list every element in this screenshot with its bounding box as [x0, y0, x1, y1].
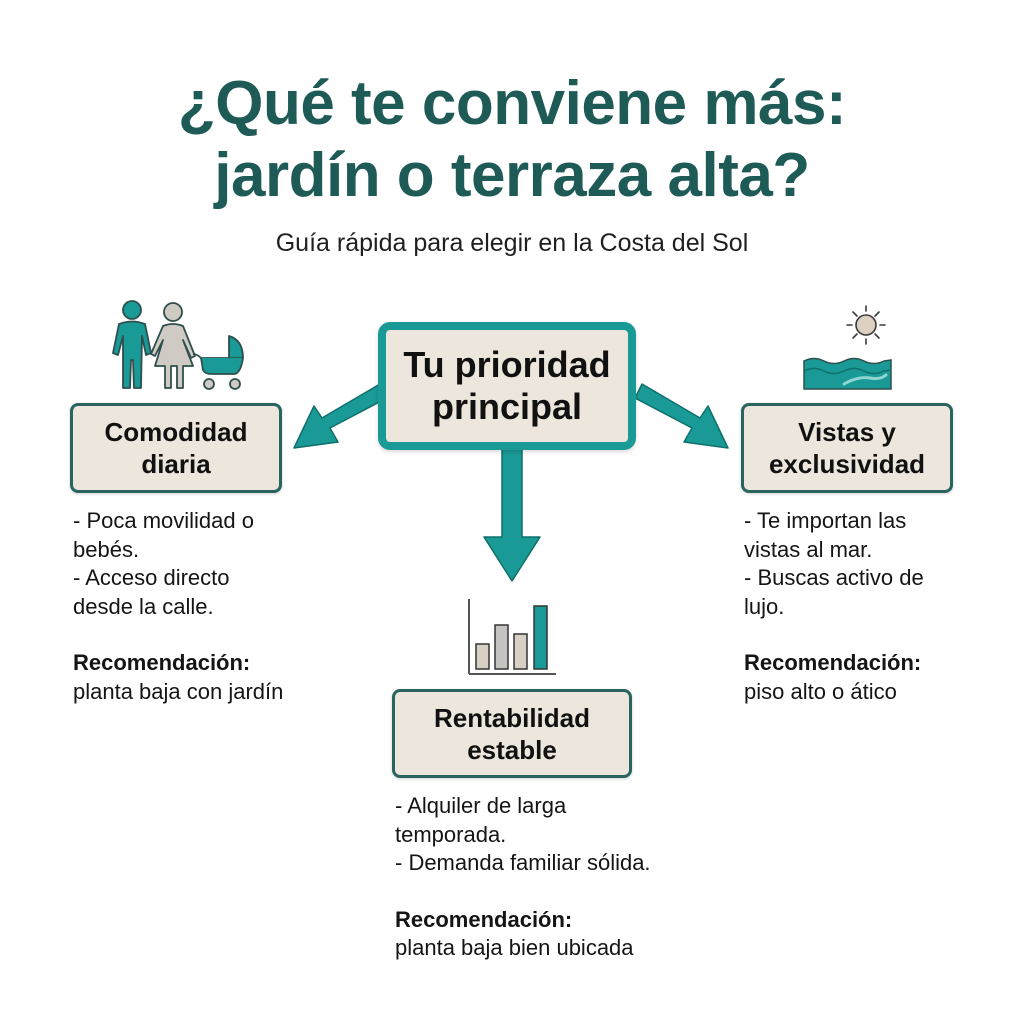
- recommendation-value: piso alto o ático: [744, 678, 897, 704]
- subtitle: Guía rápida para elegir en la Costa del …: [275, 229, 749, 257]
- recommendation-label: Recomendación:: [744, 650, 922, 675]
- description-vistas: - Te importan las vistas al mar. - Busca…: [744, 507, 984, 706]
- bullet-line: bebés.: [73, 536, 140, 562]
- bullet-line: - Alquiler de larga: [395, 793, 567, 818]
- arrow-down-icon: [483, 445, 541, 582]
- hub-line-2: principal: [431, 386, 582, 427]
- option-title-line-2: estable: [467, 734, 557, 765]
- option-title-line-1: Vistas y: [798, 417, 896, 447]
- bullet-line: - Demanda familiar sólida.: [395, 850, 651, 875]
- central-priority-box: Tu prioridad principal: [378, 322, 636, 450]
- option-title-line-1: Rentabilidad: [433, 702, 590, 733]
- bullet-line: temporada.: [395, 821, 507, 847]
- option-title-line-2: diaria: [141, 449, 211, 479]
- bullet-line: desde la calle.: [73, 593, 214, 619]
- description-rentabilidad: - Alquiler de larga temporada. - Demanda…: [395, 792, 715, 963]
- bullet-line: vistas al mar.: [744, 536, 873, 562]
- bullet-line: - Acceso directo: [73, 565, 230, 590]
- page-title: ¿Qué te conviene más: jardín o terraza a…: [0, 68, 1024, 212]
- arrow-left-icon: [293, 383, 388, 449]
- recommendation-value: planta baja bien ubicada: [395, 935, 634, 960]
- recommendation-label: Recomendación:: [395, 906, 573, 932]
- family-stroller-icon: [112, 300, 244, 390]
- description-comodidad: - Poca movilidad o bebés. - Acceso direc…: [73, 507, 323, 706]
- sun-sea-icon: [803, 305, 892, 390]
- bullet-line: - Te importan las: [744, 508, 907, 533]
- option-vistas-exclusividad: Vistas y exclusividad: [741, 403, 953, 493]
- bullet-line: lujo.: [744, 593, 785, 619]
- option-rentabilidad-estable: Rentabilidad estable: [392, 689, 632, 778]
- option-comodidad-diaria: Comodidad diaria: [70, 403, 282, 493]
- recommendation-label: Recomendación:: [73, 650, 251, 675]
- option-title-line-2: exclusividad: [768, 449, 926, 479]
- bullet-line: - Buscas activo de: [744, 565, 924, 590]
- bar-chart-icon: [468, 599, 556, 675]
- option-title-line-1: Comodidad: [104, 417, 248, 447]
- hub-line-1: Tu prioridad: [403, 344, 611, 385]
- bullet-line: - Poca movilidad o: [73, 508, 254, 533]
- arrow-right-icon: [634, 383, 729, 449]
- recommendation-value: planta baja con jardín: [73, 678, 284, 704]
- title-line-1: ¿Qué te conviene más:: [177, 69, 847, 138]
- title-line-2: jardín o terraza alta?: [214, 141, 810, 210]
